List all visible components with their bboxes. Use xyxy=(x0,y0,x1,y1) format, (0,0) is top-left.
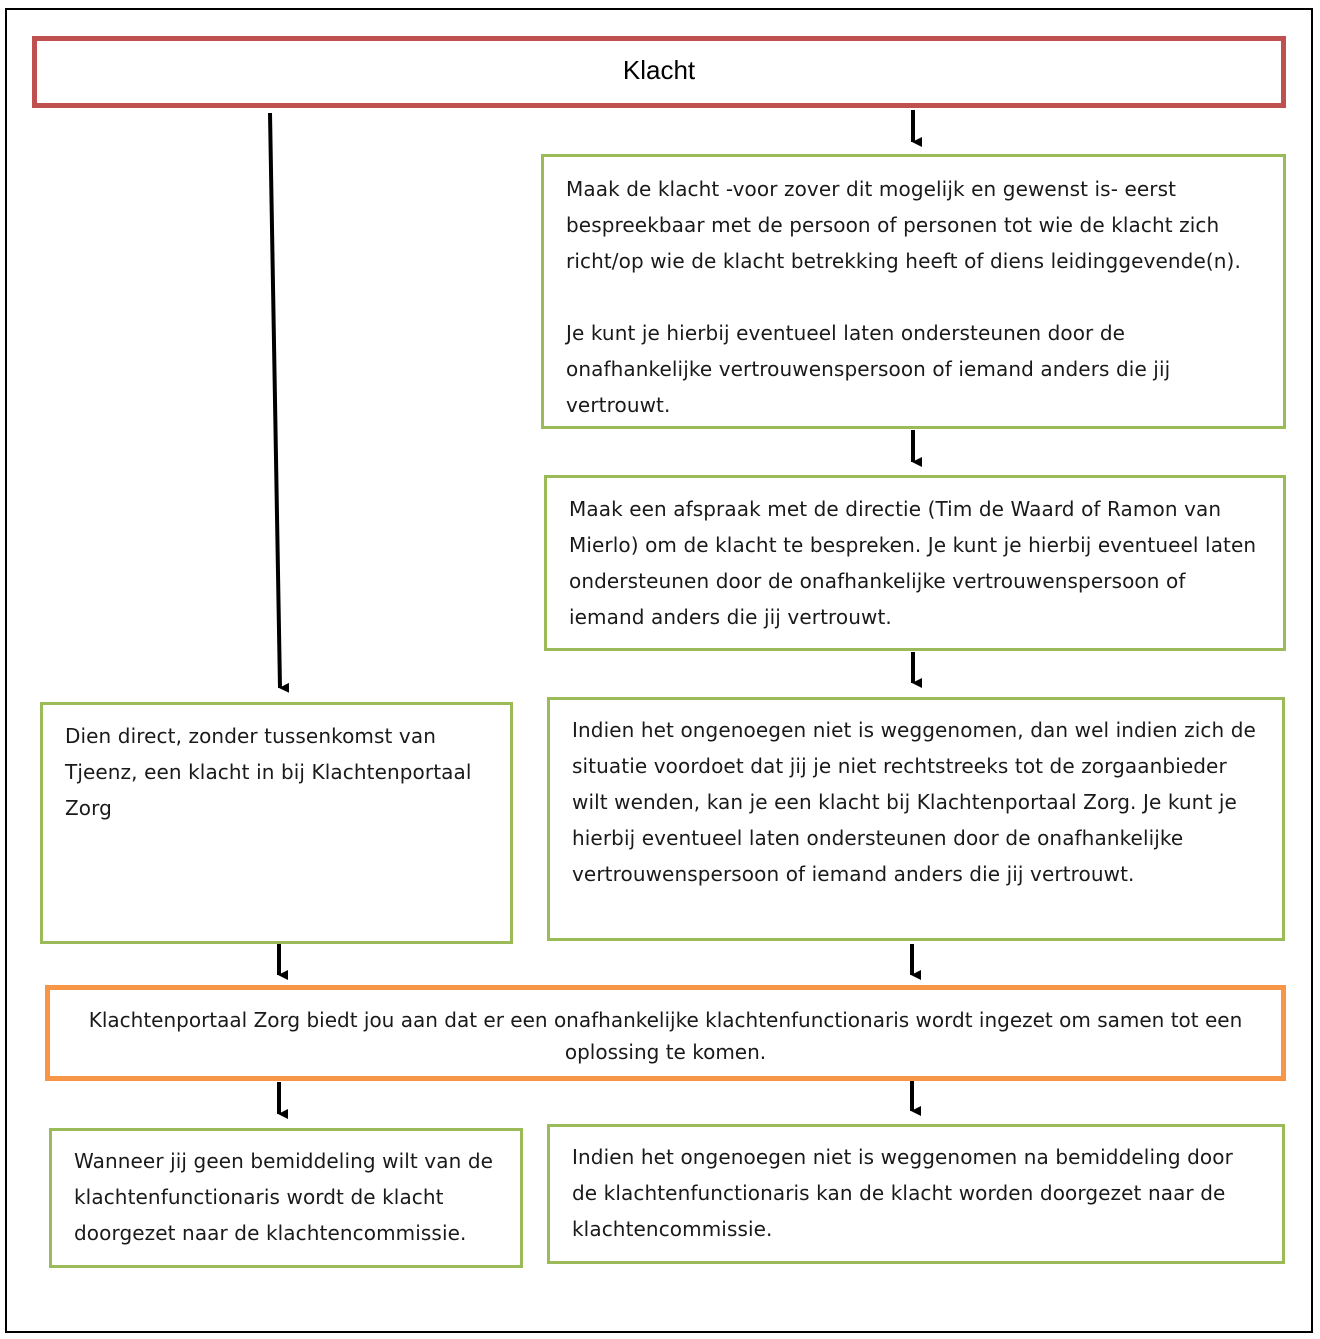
step1-paragraph-2: Je kunt je hierbij eventueel laten onder… xyxy=(566,321,1171,417)
step1-paragraph-1: Maak de klacht -voor zover dit mogelijk … xyxy=(566,177,1241,273)
outcome-right-text: Indien het ongenoegen niet is weggenomen… xyxy=(572,1145,1233,1241)
outcome-left-box: Wanneer jij geen bemiddeling wilt van de… xyxy=(49,1128,523,1268)
step2-box: Maak een afspraak met de directie (Tim d… xyxy=(544,475,1286,651)
direct-complaint-text: Dien direct, zonder tussenkomst van Tjee… xyxy=(65,724,472,820)
outcome-right-box: Indien het ongenoegen niet is weggenomen… xyxy=(547,1124,1285,1264)
diagram-frame xyxy=(5,8,1313,1333)
mediation-box: Klachtenportaal Zorg biedt jou aan dat e… xyxy=(45,985,1286,1081)
mediation-text: Klachtenportaal Zorg biedt jou aan dat e… xyxy=(88,1008,1243,1064)
klacht-title: Klacht xyxy=(622,55,696,85)
direct-complaint-box: Dien direct, zonder tussenkomst van Tjee… xyxy=(40,702,513,944)
step1-box: Maak de klacht -voor zover dit mogelijk … xyxy=(541,154,1286,429)
arrow-klacht-to-direct xyxy=(268,112,290,693)
step3-box: Indien het ongenoegen niet is weggenomen… xyxy=(547,697,1285,941)
step2-text: Maak een afspraak met de directie (Tim d… xyxy=(569,497,1257,629)
outcome-left-text: Wanneer jij geen bemiddeling wilt van de… xyxy=(74,1149,494,1245)
klacht-box: Klacht xyxy=(32,36,1286,108)
step3-text: Indien het ongenoegen niet is weggenomen… xyxy=(572,718,1256,886)
